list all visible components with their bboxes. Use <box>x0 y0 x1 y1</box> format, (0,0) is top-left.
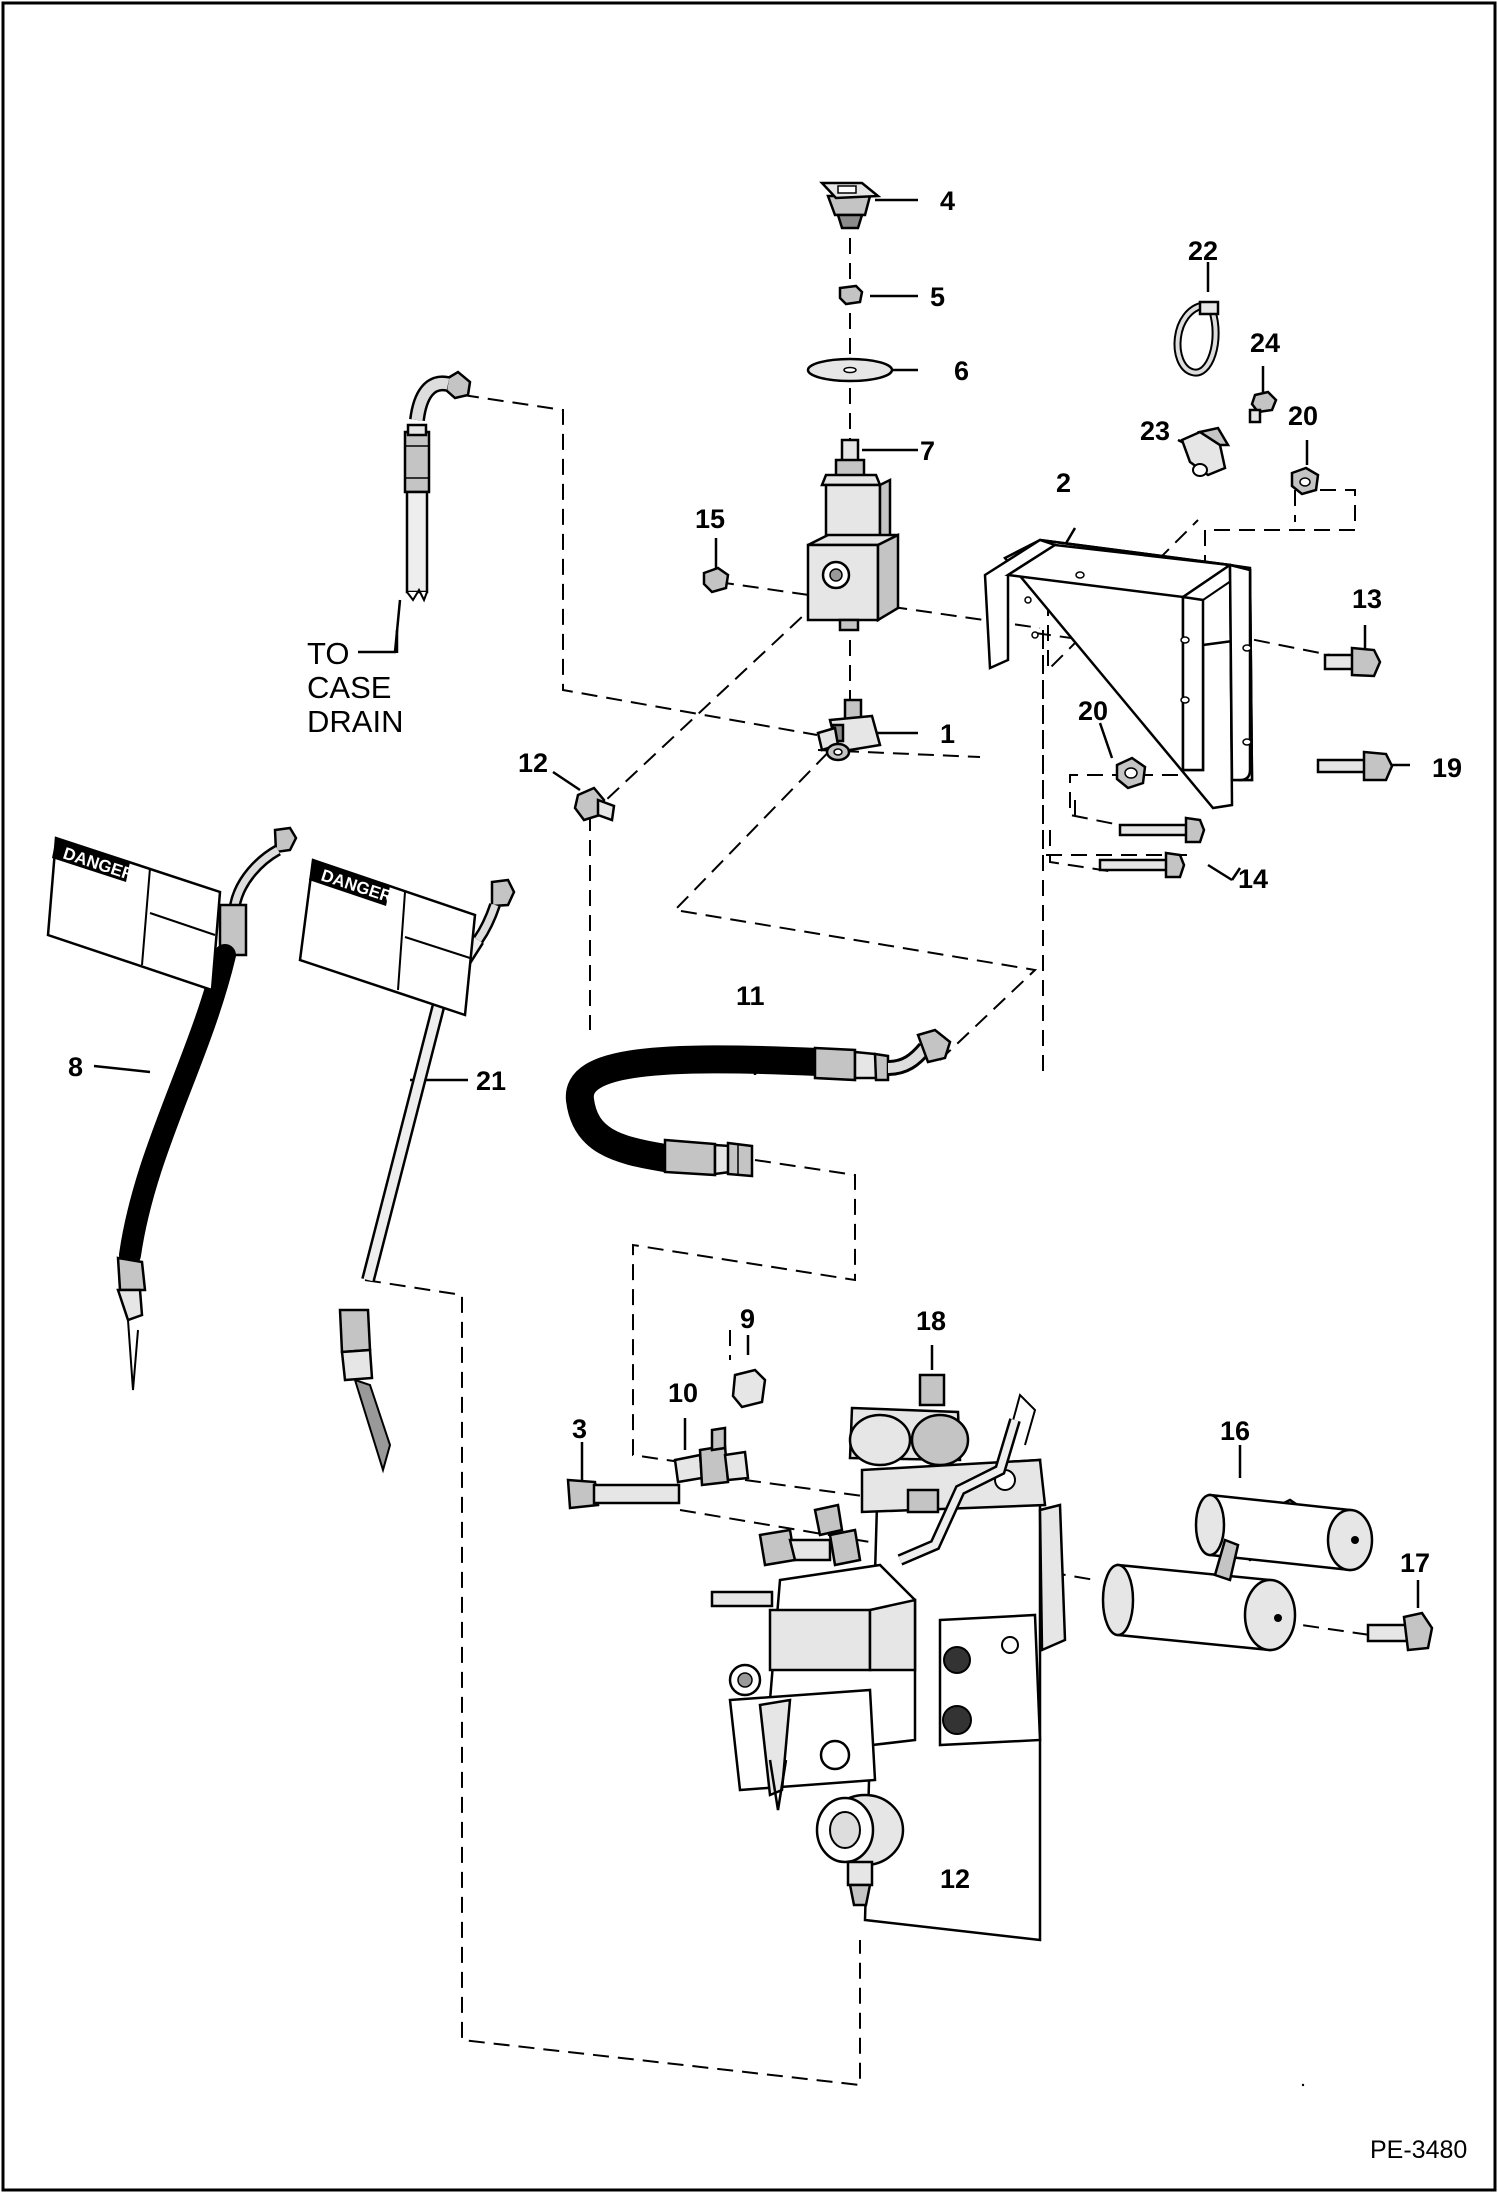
callout-12-upper: 12 <box>518 748 548 778</box>
part-9-nut <box>731 1368 767 1409</box>
part-24-screw <box>1248 390 1278 424</box>
part-10-tee <box>673 1426 750 1487</box>
part-20-nut-lower <box>1115 756 1147 790</box>
callout-21: 21 <box>476 1066 506 1096</box>
part-19-bolt <box>1316 750 1394 782</box>
speck <box>1301 2083 1305 2087</box>
callout-15: 15 <box>695 504 725 534</box>
part-6-washer <box>806 357 894 383</box>
part-23-clamp <box>1180 426 1231 477</box>
callout-14: 14 <box>1238 864 1268 894</box>
case-drain-label-line-1: TO <box>307 636 350 671</box>
case-drain-label-line-3: DRAIN <box>307 704 403 739</box>
callout-20-upper: 20 <box>1288 401 1318 431</box>
callout-1: 1 <box>940 719 955 749</box>
callout-16: 16 <box>1220 1416 1250 1446</box>
danger-tag-8: DANGER <box>46 836 222 992</box>
callout-24: 24 <box>1250 328 1280 358</box>
callout-23: 23 <box>1140 416 1170 446</box>
callout-10: 10 <box>668 1378 698 1408</box>
part-7-pressure-switch <box>806 438 900 632</box>
part-12-fitting-lower <box>846 1860 874 1907</box>
part-1-tee-fitting <box>816 698 882 762</box>
part-8-hose <box>116 826 298 1391</box>
part-17-bolt <box>1366 1611 1434 1652</box>
part-14-bolts <box>1098 816 1206 879</box>
case-drain-label-line-2: CASE <box>307 670 391 705</box>
callout-12-lower: 12 <box>940 1864 970 1894</box>
callout-8: 8 <box>68 1052 83 1082</box>
part-3-bolt <box>566 1478 681 1510</box>
callout-4: 4 <box>940 186 955 216</box>
part-18-control-valve <box>710 1373 1067 1942</box>
part-5-nut <box>838 284 864 306</box>
case-drain-tube <box>403 370 472 603</box>
callout-3: 3 <box>572 1414 587 1444</box>
callouts: 4 5 6 7 1 2 15 12 13 20 19 23 22 24 20 1… <box>68 186 1462 1894</box>
callout-11: 11 <box>736 981 765 1011</box>
danger-tag-21: DANGER <box>298 858 477 1017</box>
callout-18: 18 <box>916 1306 946 1336</box>
part-4-cap <box>819 181 882 230</box>
callout-2: 2 <box>1056 468 1071 498</box>
part-20-nut-upper <box>1290 466 1320 496</box>
callout-22: 22 <box>1188 236 1218 266</box>
part-22-strap <box>1173 300 1220 377</box>
part-13-bolt <box>1323 646 1382 678</box>
callout-9: 9 <box>740 1304 755 1334</box>
part-15-nut <box>702 566 730 594</box>
part-2-bracket <box>983 538 1254 810</box>
part-16-handle <box>1101 1493 1374 1652</box>
figure-id: PE-3480 <box>1370 2136 1467 2164</box>
part-11-hose <box>565 1028 952 1178</box>
callout-17: 17 <box>1400 1548 1430 1578</box>
callout-19: 19 <box>1432 753 1462 783</box>
callout-6: 6 <box>954 356 969 386</box>
callout-7: 7 <box>920 436 935 466</box>
callout-20-lower: 20 <box>1078 696 1108 726</box>
part-12-fitting-upper <box>573 786 616 822</box>
callout-13: 13 <box>1352 584 1382 614</box>
callout-5: 5 <box>930 282 945 312</box>
